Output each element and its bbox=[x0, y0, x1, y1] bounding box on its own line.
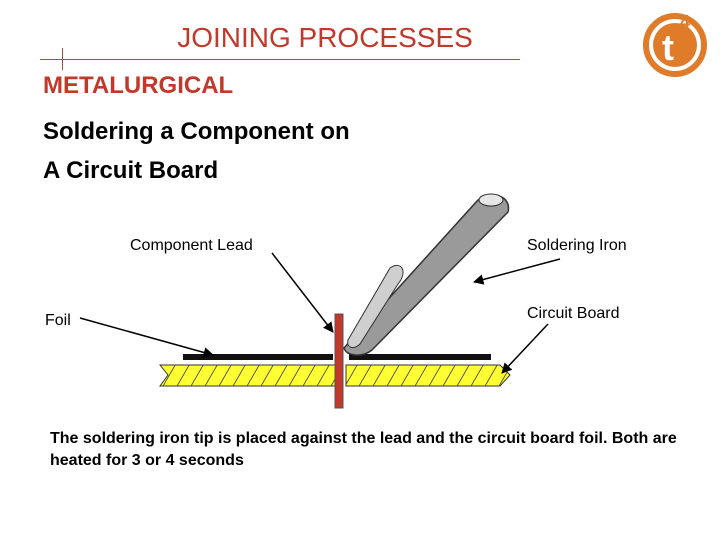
circuit-board-left-hatch bbox=[160, 365, 336, 386]
arrow-component-lead bbox=[271, 252, 334, 333]
logo-outer-ring bbox=[643, 13, 707, 77]
slide-title: JOINING PROCESSES bbox=[177, 22, 473, 53]
caption-text: The soldering iron tip is placed against… bbox=[50, 430, 677, 469]
label-component-lead: Component Lead bbox=[130, 237, 253, 254]
arrow-soldering-iron bbox=[472, 258, 561, 285]
soldering-iron-end bbox=[478, 193, 504, 207]
label-foil: Foil bbox=[45, 312, 71, 329]
arrow-foil bbox=[79, 317, 215, 358]
subheading-line-2: A Circuit Board bbox=[43, 157, 219, 184]
subheading-line-1: Soldering a Component on bbox=[43, 118, 350, 145]
foil-left bbox=[183, 354, 333, 360]
circuit-board-right-hatch bbox=[346, 365, 510, 386]
label-circuit-board: Circuit Board bbox=[527, 305, 619, 322]
title-underline bbox=[40, 59, 520, 60]
section-heading: METALURGICAL bbox=[43, 72, 234, 99]
soldering-diagram: Component Lead Soldering Iron Foil Circu… bbox=[45, 193, 627, 409]
t4-logo-icon: t 4 bbox=[643, 12, 707, 77]
logo-superscript: 4 bbox=[680, 12, 690, 32]
soldering-iron-tip bbox=[347, 264, 404, 348]
foil-right bbox=[349, 354, 491, 360]
component-lead bbox=[334, 313, 344, 409]
title-tick-mark bbox=[62, 48, 63, 70]
label-soldering-iron: Soldering Iron bbox=[527, 237, 627, 254]
logo-inner-disc bbox=[653, 23, 697, 67]
arrow-circuit-board bbox=[501, 323, 549, 374]
slide-subheading: Soldering a Component on A Circuit Board bbox=[43, 112, 350, 190]
logo-letter: t bbox=[662, 27, 674, 68]
